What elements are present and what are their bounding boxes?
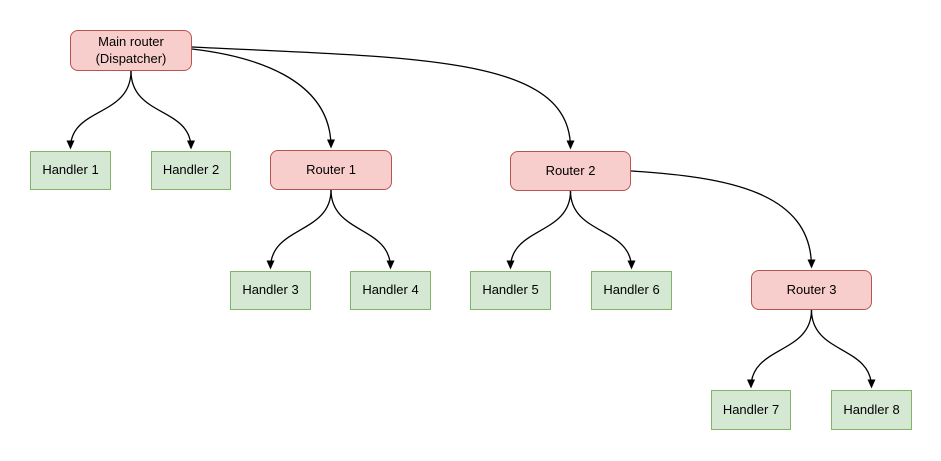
node-handler-1: Handler 1 bbox=[30, 151, 111, 190]
edge-router-1-to-handler-3 bbox=[266, 189, 332, 270]
edge-main-to-handler-2 bbox=[130, 70, 195, 150]
node-handler-4: Handler 4 bbox=[350, 271, 431, 310]
edge-main-to-router-1 bbox=[191, 48, 335, 149]
edge-main-to-router-2 bbox=[191, 46, 575, 150]
edge-router-3-to-handler-7 bbox=[747, 309, 813, 389]
node-router-2: Router 2 bbox=[510, 151, 631, 191]
node-handler-7: Handler 7 bbox=[711, 390, 791, 430]
edge-router-2-to-handler-6 bbox=[569, 190, 636, 270]
node-handler-6: Handler 6 bbox=[591, 271, 672, 310]
edge-router-1-to-handler-4 bbox=[330, 189, 395, 270]
edge-main-to-handler-1 bbox=[66, 70, 132, 150]
node-handler-2: Handler 2 bbox=[151, 151, 231, 190]
node-main-router: Main router (Dispatcher) bbox=[70, 30, 192, 71]
node-handler-5: Handler 5 bbox=[470, 271, 551, 310]
node-handler-8: Handler 8 bbox=[831, 390, 912, 430]
edge-router-3-to-handler-8 bbox=[810, 309, 876, 389]
edge-router-2-to-handler-5 bbox=[506, 190, 572, 270]
node-router-1: Router 1 bbox=[270, 150, 392, 190]
edge-router-2-to-router-3 bbox=[630, 170, 816, 269]
node-handler-3: Handler 3 bbox=[230, 271, 311, 310]
node-router-3: Router 3 bbox=[751, 270, 872, 310]
